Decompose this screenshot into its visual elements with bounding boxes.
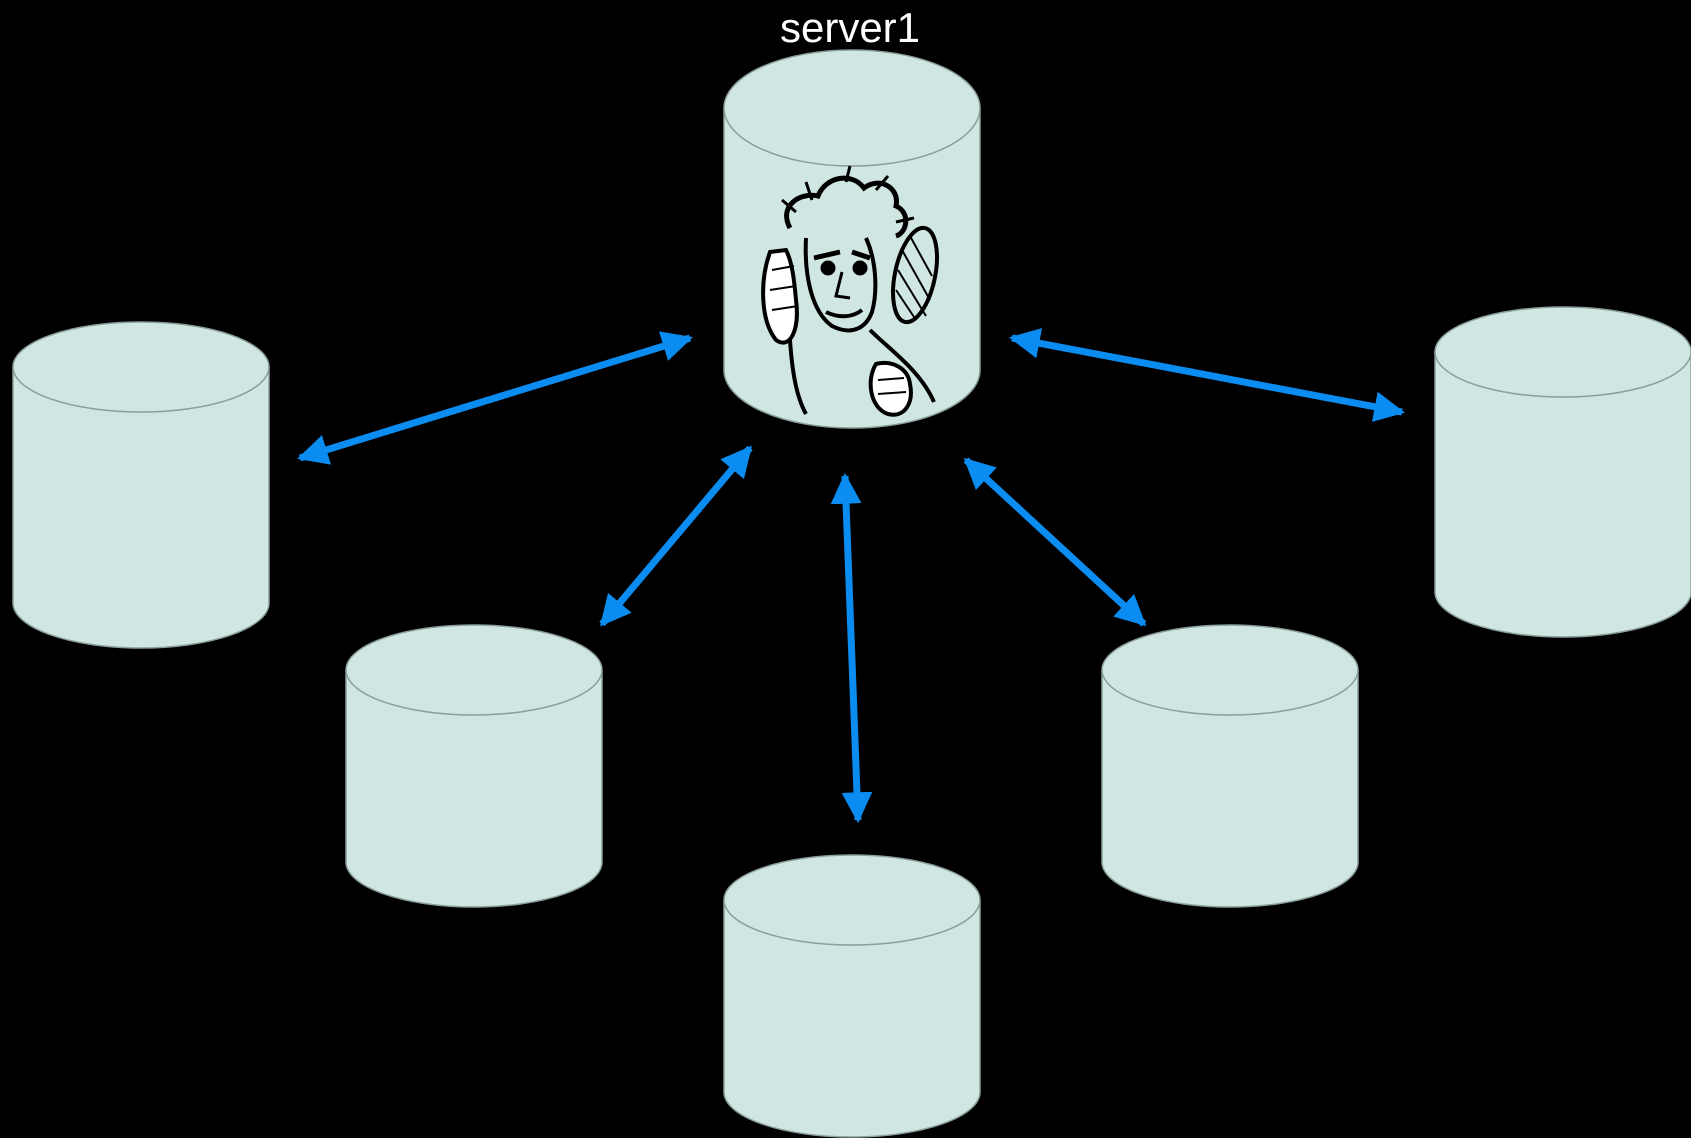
- arrow-server1-db-lower-left: [599, 445, 753, 627]
- arrow-server1-db-bottom: [830, 472, 873, 824]
- cylinder-body: [12, 321, 270, 649]
- db-bottom-cylinder: [723, 854, 981, 1138]
- db-left-cylinder: [12, 321, 270, 649]
- db-right-cylinder: [1434, 306, 1691, 638]
- db-lower-right-cylinder: [1101, 624, 1359, 908]
- server1-label: server1: [780, 4, 920, 51]
- cylinder-body: [1101, 624, 1359, 908]
- arrow-server1-db-lower-right: [963, 457, 1147, 627]
- cylinder-body: [723, 49, 981, 429]
- cylinder-body: [345, 624, 603, 908]
- cylinder-top-rim: [345, 669, 603, 716]
- arrow-server1-db-right: [1008, 328, 1406, 422]
- server1-cylinder: [723, 49, 981, 429]
- cylinder-top-rim: [12, 366, 270, 413]
- troll-illustration: [761, 165, 939, 417]
- db-lower-left-cylinder: [345, 624, 603, 908]
- cylinder-top-rim: [1434, 351, 1691, 398]
- cylinder-body: [723, 854, 981, 1138]
- cylinder-top-rim: [723, 899, 981, 946]
- cylinder-top-rim: [1101, 669, 1359, 716]
- connection-arrows: [297, 328, 1406, 824]
- arrow-server1-db-left: [297, 331, 693, 465]
- cylinder-top-rim: [723, 107, 981, 167]
- cylinder-body: [1434, 306, 1691, 638]
